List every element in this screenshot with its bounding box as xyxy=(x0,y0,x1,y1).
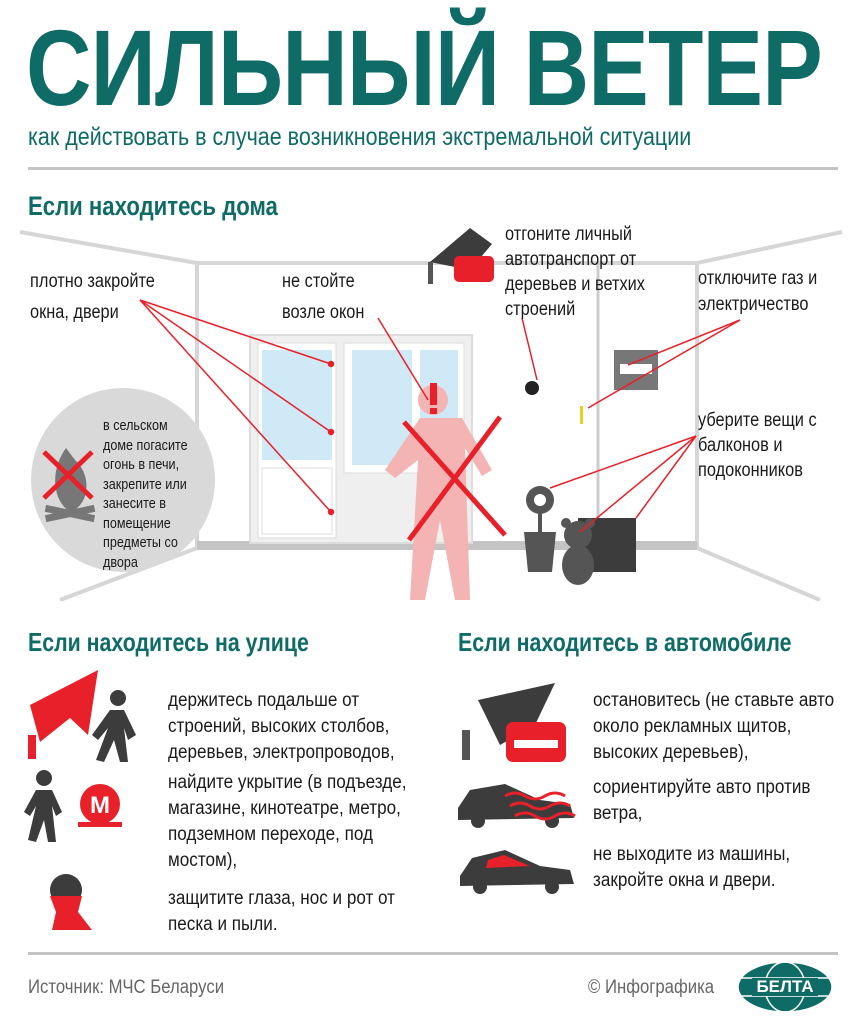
falling-tree-person-icon xyxy=(28,670,136,762)
metro-letter: М xyxy=(90,792,110,819)
street-item-2: найдите укрытие (в подъезде,магазине, ки… xyxy=(168,772,407,871)
exclamation-icon xyxy=(430,383,437,405)
page-title: СИЛЬНЫЙ ВЕТЕР xyxy=(26,7,823,128)
source: Источник: МЧС Беларуси xyxy=(28,977,225,998)
flower-pot-icon xyxy=(524,486,556,572)
tree-on-car-icon xyxy=(462,683,566,762)
logo-text: БЕЛТА xyxy=(756,977,814,996)
home-heading: Если находитесь дома xyxy=(28,191,278,221)
page-subtitle: как действовать в случае возникновения э… xyxy=(28,123,692,151)
village-circle xyxy=(31,388,215,572)
credit: © Инфографика xyxy=(588,977,715,998)
tree-on-car-icon xyxy=(428,228,494,284)
street-heading: Если находитесь на улице xyxy=(28,627,309,657)
car-heading: Если находитесь в автомобиле xyxy=(458,627,792,657)
gas-valve-icon xyxy=(580,406,583,424)
car-against-wind-icon xyxy=(458,784,576,828)
cross-icon xyxy=(402,415,507,542)
car-item-3: не выходите из машины,закройте окна и дв… xyxy=(593,844,791,891)
car-keys-icon xyxy=(525,381,539,395)
footer-divider xyxy=(28,952,838,955)
fire-cross-icon xyxy=(42,450,94,500)
closed-car-icon xyxy=(460,850,574,894)
metro-shelter-icon xyxy=(24,770,122,842)
pointer-lines xyxy=(139,299,741,533)
divider xyxy=(28,167,838,170)
face-covered-icon xyxy=(50,874,92,930)
window-icon xyxy=(249,334,473,544)
